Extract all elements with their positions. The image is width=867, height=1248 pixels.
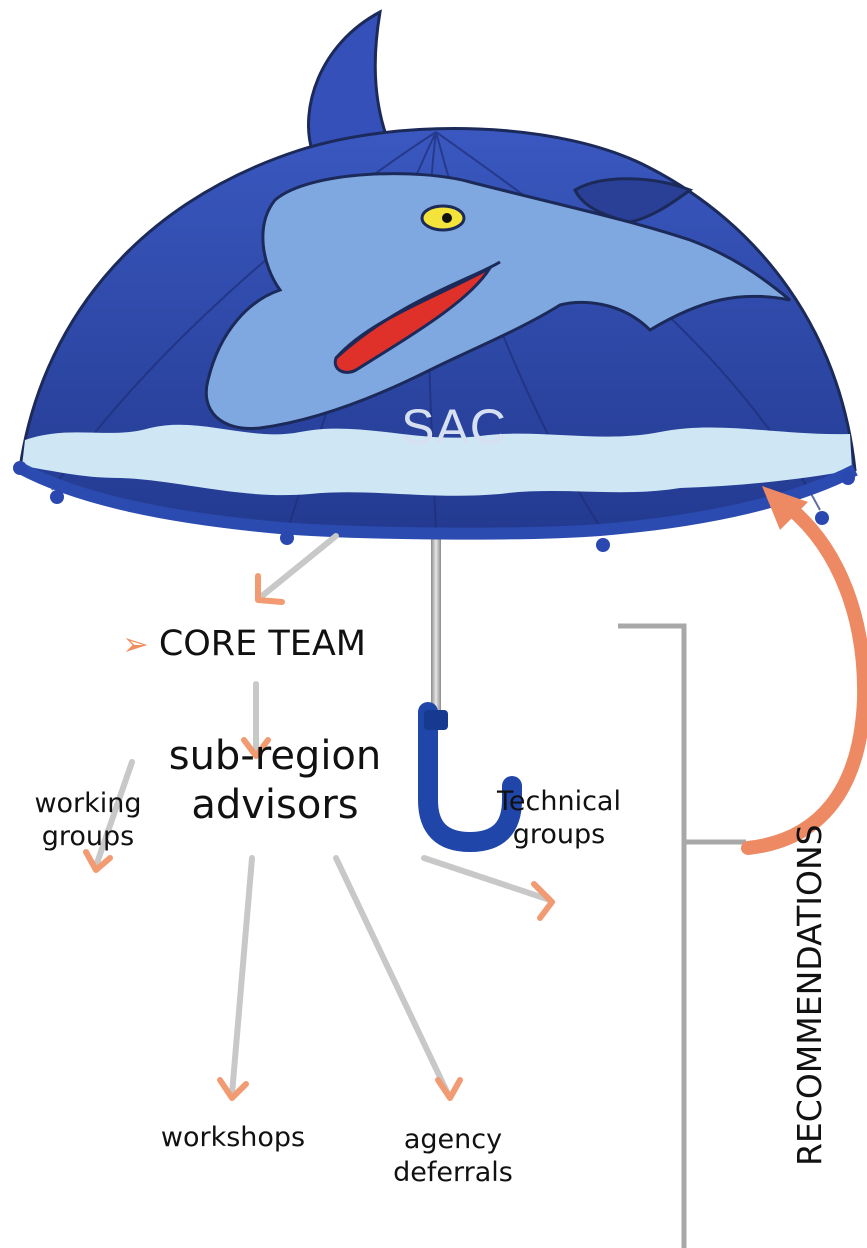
canopy-rim bbox=[17, 462, 858, 540]
agency-deferrals-line-1: agency bbox=[403, 1124, 503, 1155]
umbrella-illustration bbox=[13, 9, 858, 853]
working-groups-line-2: groups bbox=[41, 820, 135, 852]
recommendations-label: RECOMMENDATIONS bbox=[790, 824, 829, 1166]
subregion-line-2: advisors bbox=[191, 781, 359, 828]
technical-groups-line-1: Technical bbox=[497, 786, 621, 817]
technical-groups-node: Technical groups bbox=[474, 786, 644, 852]
rib-tips bbox=[13, 461, 855, 552]
arrow-heads bbox=[83, 573, 555, 1101]
dolphin-flipper bbox=[573, 177, 694, 224]
core-team-node: ➢CORE TEAM bbox=[122, 624, 366, 664]
flow-arrows bbox=[93, 533, 553, 1097]
arrow-to-workshops bbox=[229, 855, 255, 1097]
canopy-wave-band bbox=[22, 424, 852, 496]
feedback-arrow bbox=[741, 486, 867, 855]
subregion-advisors-node: sub-region advisors bbox=[150, 732, 400, 830]
technical-groups-line-2: groups bbox=[512, 818, 606, 850]
agency-deferrals-line-2: deferrals bbox=[393, 1156, 513, 1188]
workshops-node: workshops bbox=[160, 1122, 306, 1153]
agency-deferrals-node: agency deferrals bbox=[378, 1124, 528, 1190]
bullet-arrow-icon: ➢ bbox=[122, 625, 149, 663]
working-groups-node: working groups bbox=[14, 788, 162, 854]
umbrella-handle bbox=[418, 702, 522, 853]
working-groups-line-1: working bbox=[34, 788, 142, 819]
arrow-to-working bbox=[93, 759, 135, 869]
arrow-to-technical bbox=[421, 855, 553, 903]
arrow-to-agency bbox=[333, 855, 451, 1097]
umbrella-shaft bbox=[431, 525, 441, 720]
sac-label: SAC bbox=[401, 399, 507, 455]
core-team-label: CORE TEAM bbox=[158, 624, 366, 664]
dolphin-fin bbox=[307, 9, 399, 162]
grouping-bracket bbox=[618, 623, 746, 1248]
arrow-canopy-to-core bbox=[259, 533, 339, 599]
subregion-line-1: sub-region bbox=[168, 733, 382, 779]
